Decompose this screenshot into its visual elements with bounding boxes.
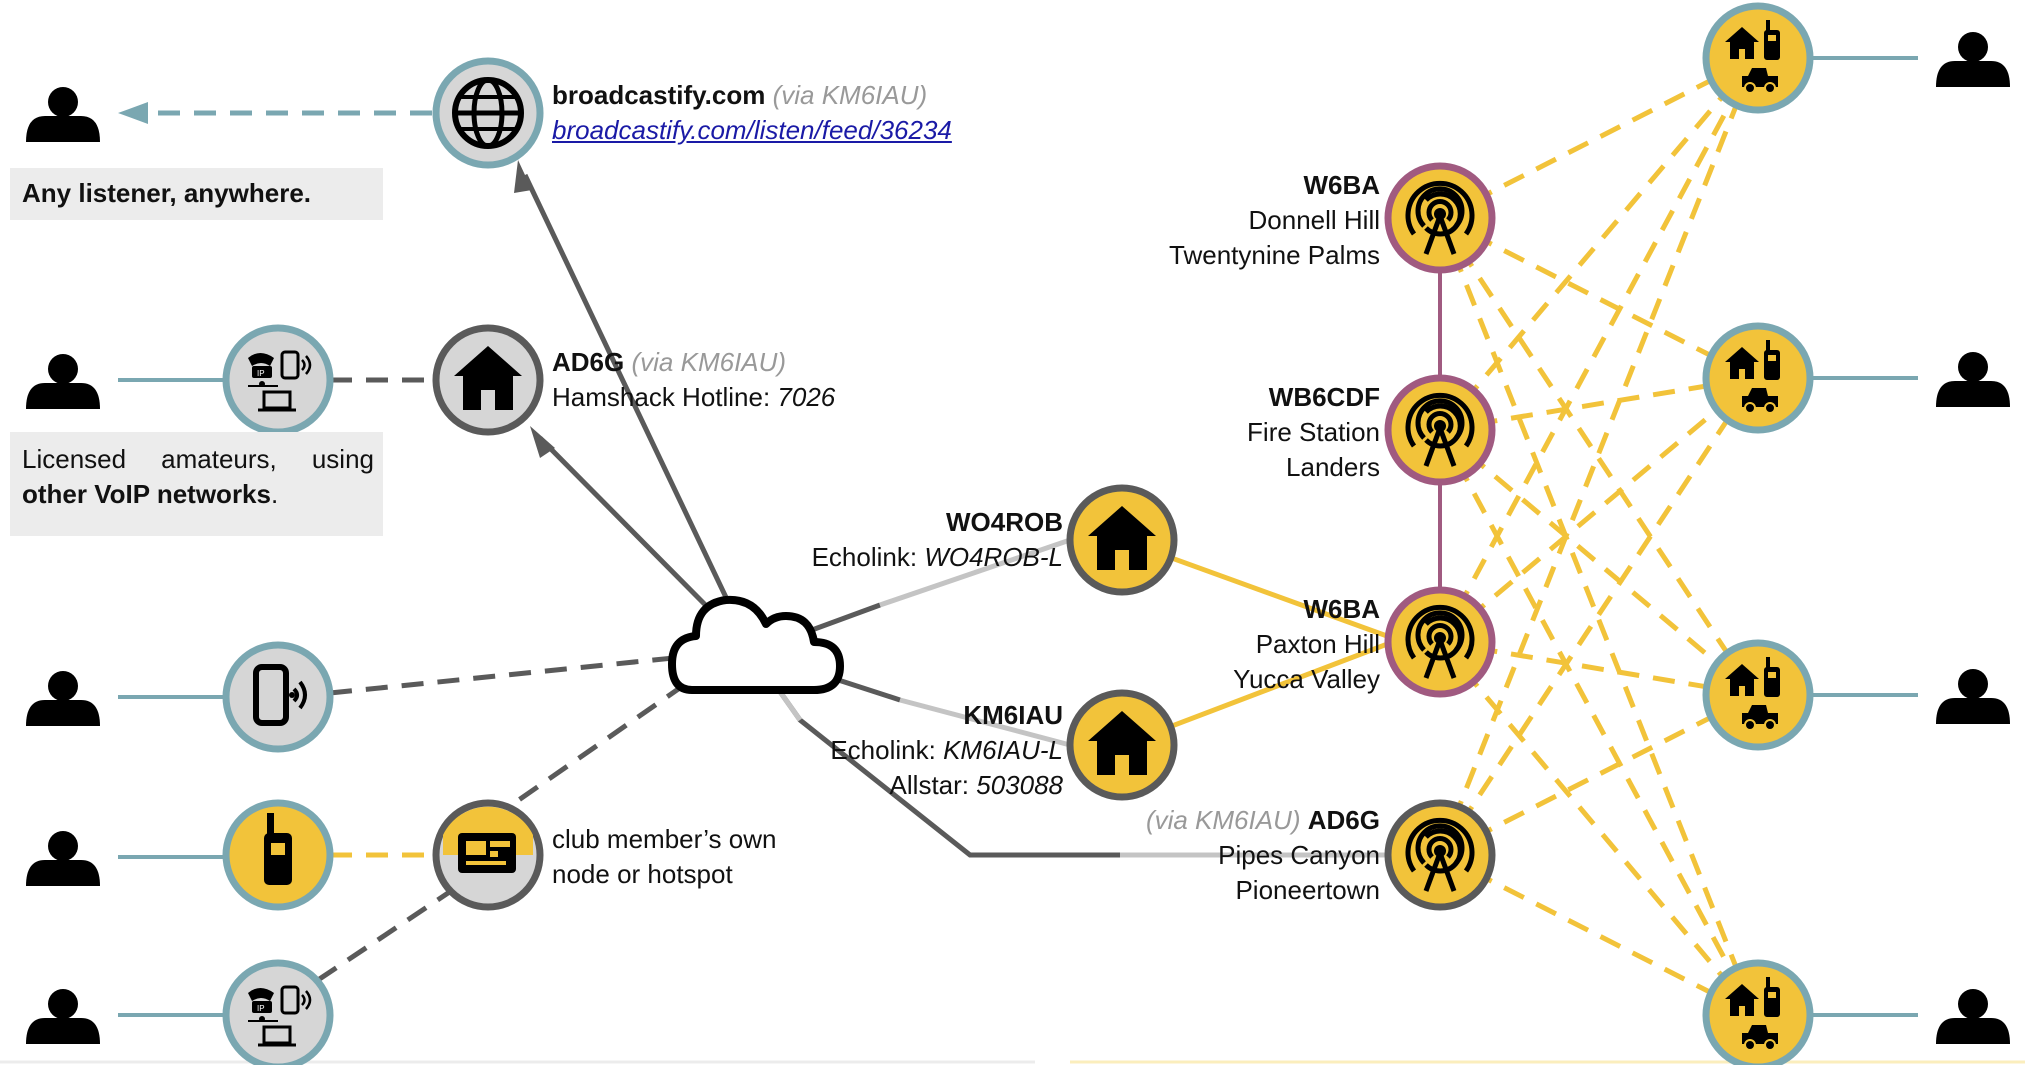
- person-icon: [26, 671, 100, 726]
- km6iau-echolink-label: Echolink:: [830, 735, 944, 765]
- licensed-amateurs-box: Licensed amateurs, using other VoIP netw…: [10, 432, 383, 536]
- repeater-label-donnell: W6BA Donnell Hill Twentynine Palms: [1169, 168, 1380, 273]
- repeater-tower-icon: [1384, 799, 1496, 911]
- km6iau-label: KM6IAU Echolink: KM6IAU-L Allstar: 50308…: [830, 698, 1063, 803]
- repeater-line2: Pioneertown: [1235, 875, 1380, 905]
- person-icon: [26, 87, 100, 142]
- voip-phone-laptop-icon: [222, 959, 334, 1065]
- km6iau-call: KM6IAU: [963, 700, 1063, 730]
- repeater-line2: Twentynine Palms: [1169, 240, 1380, 270]
- house-icon: [1066, 689, 1178, 801]
- gray-light-link: [899, 697, 1071, 748]
- home-radio-truck-icon: [1702, 959, 1814, 1065]
- broadcastify-via: (via KM6IAU): [772, 80, 928, 110]
- house-icon: [432, 324, 544, 436]
- licensed-tail: .: [270, 479, 279, 509]
- broadcastify-name: broadcastify.com: [552, 80, 766, 110]
- licensed-word: using: [311, 444, 374, 474]
- home-radio-truck-icon: [1702, 2, 1814, 114]
- person-icon: [26, 989, 100, 1044]
- ad6g-hotline-label: AD6G (via KM6IAU) Hamshack Hotline: 7026: [552, 345, 835, 415]
- any-listener-text: Any listener, anywhere.: [22, 178, 312, 208]
- arrow-head: [530, 426, 555, 458]
- hotline-number: 7026: [777, 382, 836, 412]
- repeater-line1: Paxton Hill: [1255, 629, 1380, 659]
- repeater-line1: Fire Station: [1247, 417, 1380, 447]
- km6iau-echolink-node: KM6IAU-L: [943, 735, 1063, 765]
- licensed-line2: other VoIP networks.: [22, 477, 278, 512]
- hotspot-board-icon: [432, 799, 544, 911]
- repeater-tower-icon: [1384, 162, 1496, 274]
- person-icon: [1936, 989, 2010, 1044]
- club-node-line1: club member’s own: [552, 824, 777, 854]
- handheld-radio-icon: [222, 799, 334, 911]
- person-icon: [1936, 32, 2010, 87]
- club-node-label: club member’s own node or hotspot: [552, 822, 776, 892]
- licensed-bold: other VoIP networks: [22, 479, 271, 509]
- person-icon: [26, 831, 100, 886]
- repeater-call: W6BA: [1303, 594, 1380, 624]
- repeater-label-paxton: W6BA Paxton Hill Yucca Valley: [1233, 592, 1380, 697]
- person-icon: [26, 354, 100, 409]
- wo4rob-call: WO4ROB: [946, 507, 1063, 537]
- repeater-via: (via KM6IAU): [1145, 805, 1301, 835]
- repeater-tower-icon: [1384, 374, 1496, 486]
- repeater-line2: Yucca Valley: [1233, 664, 1380, 694]
- km6iau-allstar-label: Allstar:: [889, 770, 977, 800]
- arrow-head: [118, 102, 148, 124]
- person-icon: [1936, 352, 2010, 407]
- cloud-icon: [668, 595, 844, 694]
- repeater-call: AD6G: [1307, 805, 1380, 835]
- wo4rob-label: WO4ROB Echolink: WO4ROB-L: [812, 505, 1063, 575]
- gray-light-link: [879, 537, 1071, 608]
- repeater-label-pipes: (via KM6IAU) AD6G Pipes Canyon Pioneerto…: [1146, 803, 1380, 908]
- any-listener-box: Any listener, anywhere.: [10, 168, 383, 220]
- house-icon: [1066, 484, 1178, 596]
- km6iau-allstar-node: 503088: [976, 770, 1063, 800]
- home-radio-truck-icon: [1702, 322, 1814, 434]
- wo4rob-node: WO4ROB-L: [924, 542, 1063, 572]
- repeater-line1: Pipes Canyon: [1218, 840, 1380, 870]
- repeater-line1: Donnell Hill: [1248, 205, 1381, 235]
- licensed-word: Licensed: [22, 444, 127, 474]
- ad6g-call: AD6G: [552, 347, 625, 377]
- wo4rob-echolink-label: Echolink:: [811, 542, 925, 572]
- hotline-label: Hamshack Hotline:: [552, 382, 778, 412]
- home-radio-truck-icon: [1702, 639, 1814, 751]
- voip-phone-laptop-icon: [222, 324, 334, 436]
- repeater-line2: Landers: [1286, 452, 1380, 482]
- person-icon: [1936, 669, 2010, 724]
- ad6g-via: (via KM6IAU): [631, 347, 787, 377]
- gray-dashed-link: [316, 882, 462, 983]
- licensed-line1: Licensed amateurs, using: [22, 442, 374, 477]
- club-node-line2: node or hotspot: [552, 859, 733, 889]
- repeater-call: WB6CDF: [1268, 382, 1380, 412]
- gray-link: [522, 173, 755, 654]
- arrow-head: [514, 160, 532, 193]
- repeater-call: W6BA: [1303, 170, 1380, 200]
- licensed-word: amateurs,: [161, 444, 277, 474]
- broadcastify-link[interactable]: broadcastify.com/listen/feed/36234: [552, 115, 952, 145]
- broadcastify-label: broadcastify.com (via KM6IAU) broadcasti…: [552, 78, 952, 148]
- repeater-tower-icon: [1384, 586, 1496, 698]
- repeater-label-landers: WB6CDF Fire Station Landers: [1247, 380, 1380, 485]
- smartphone-icon: [222, 641, 334, 753]
- globe-icon: [432, 57, 544, 169]
